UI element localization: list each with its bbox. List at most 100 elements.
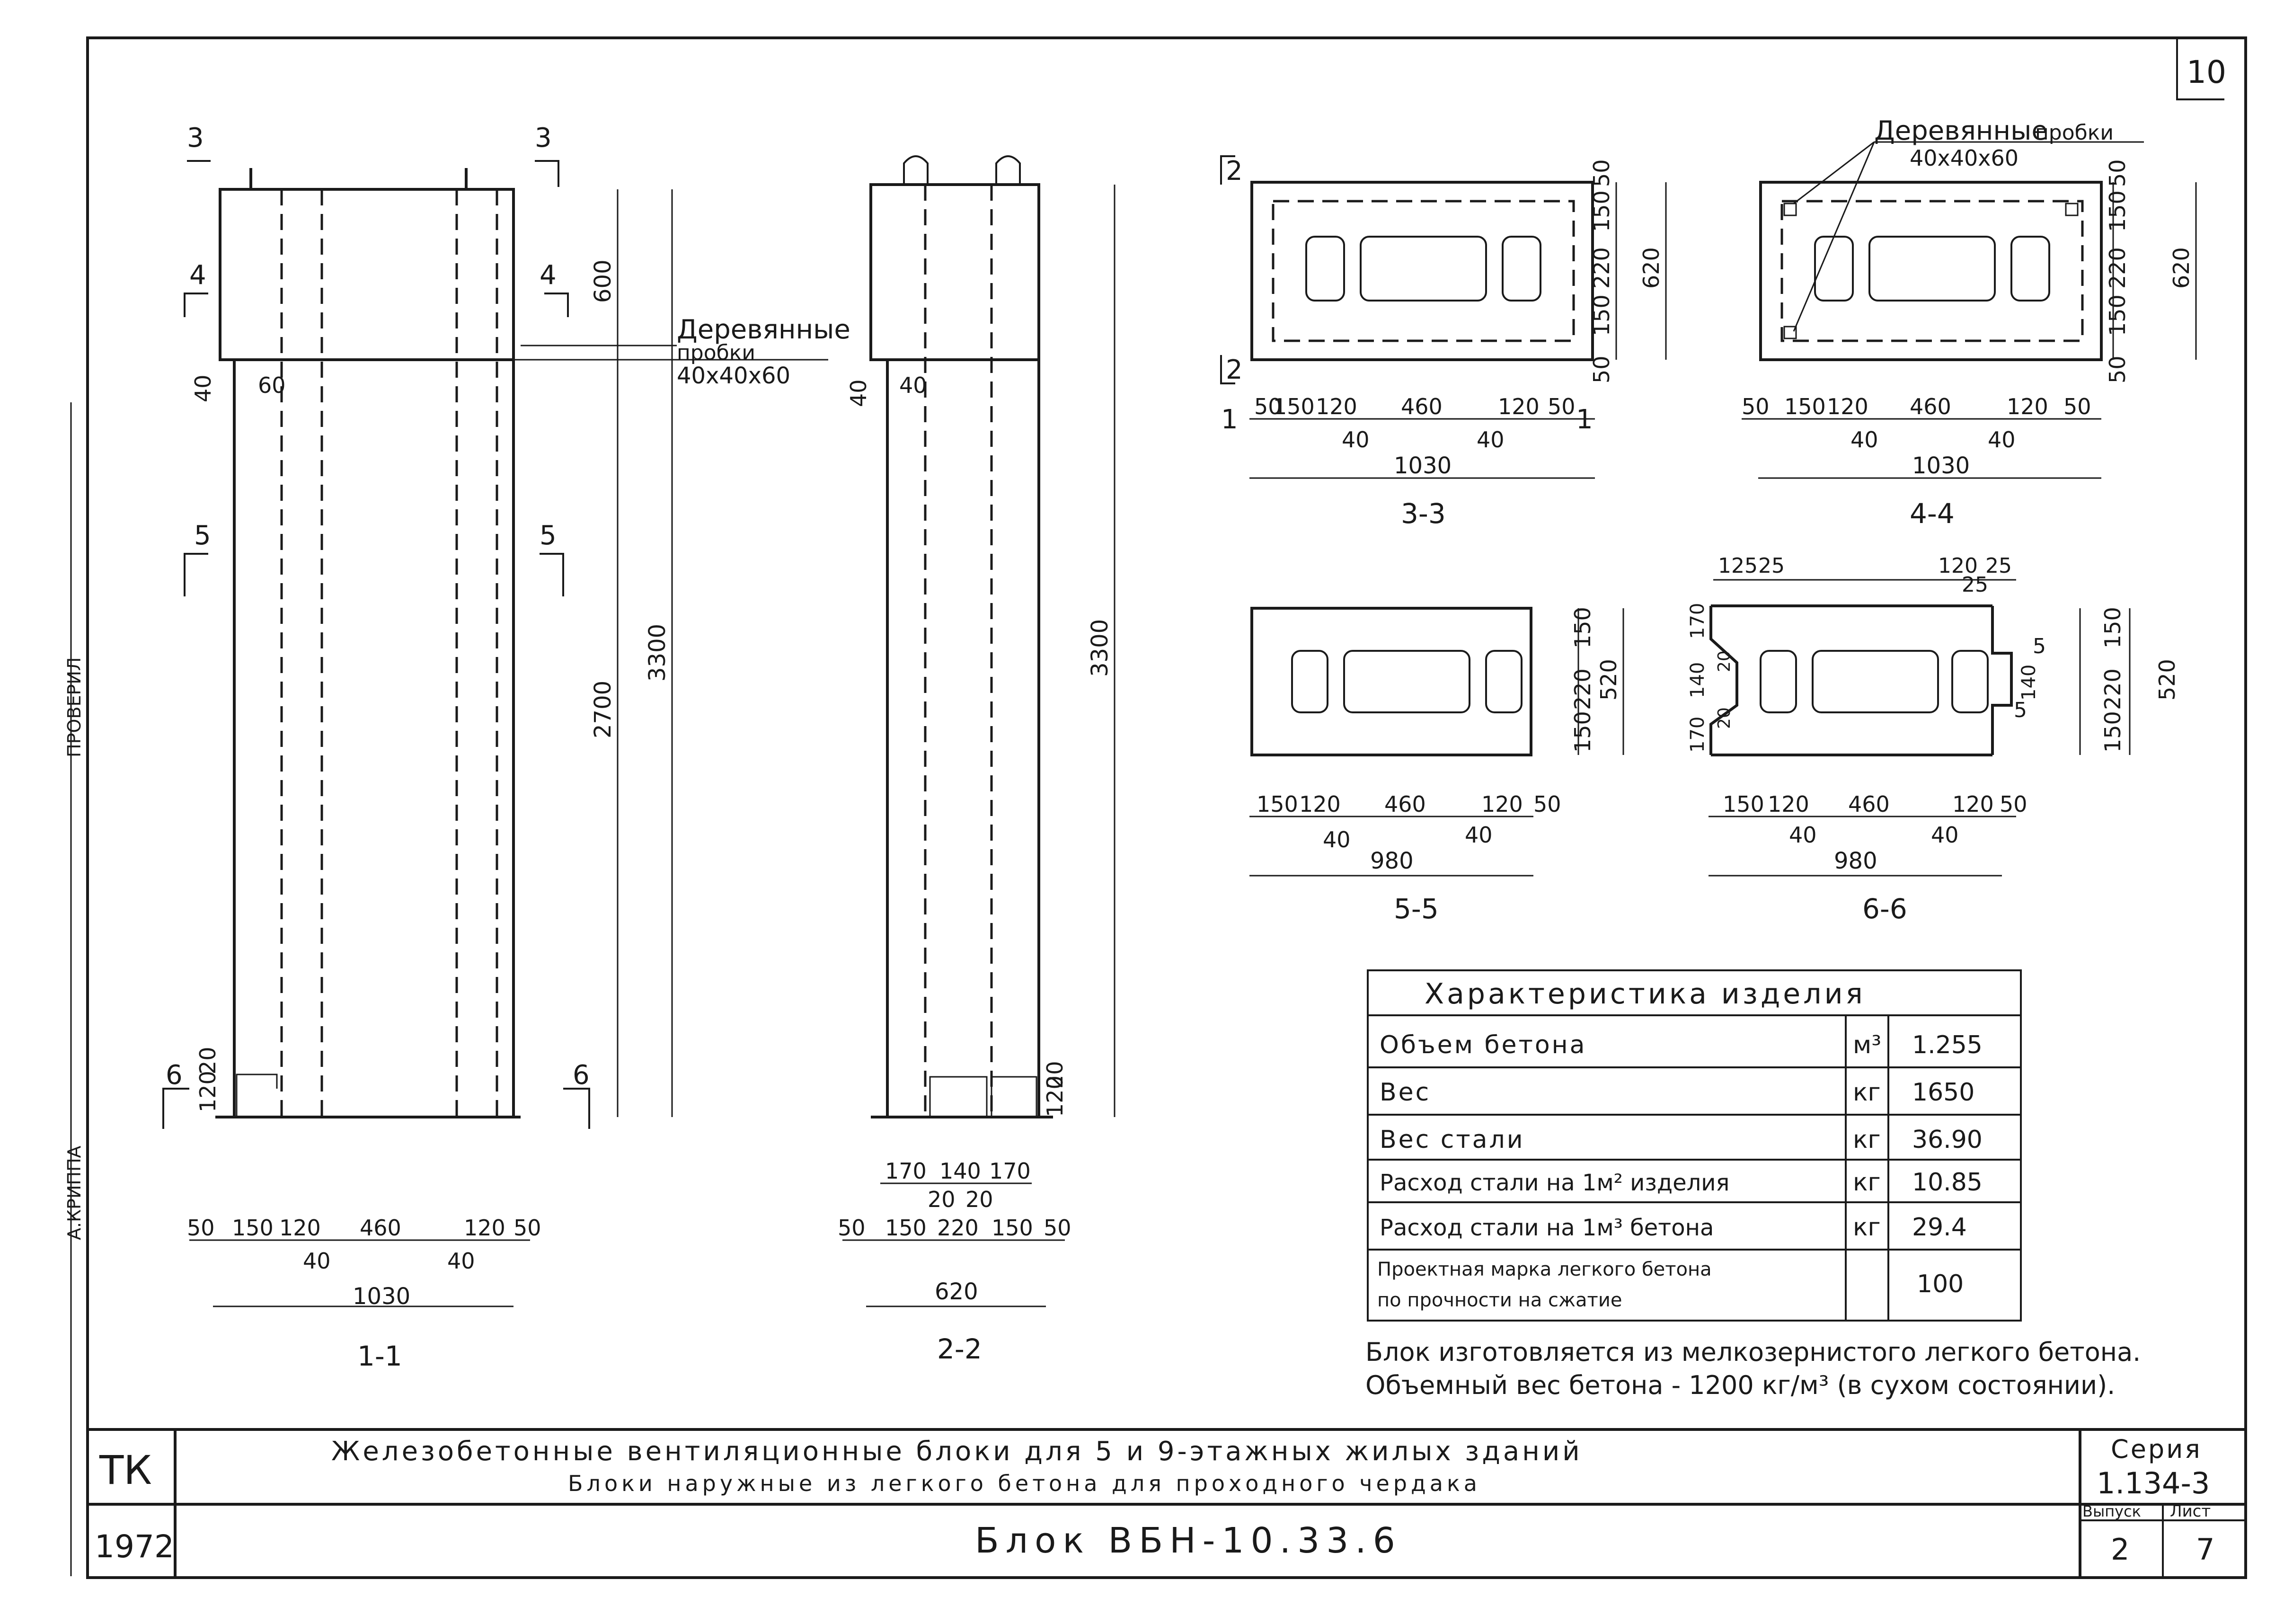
s55-channel-right [1485,650,1523,713]
s55-channel-center [1343,650,1470,713]
characteristics-table: Характеристика изделия Объем бетона м³ 1… [1367,969,2022,1322]
s66-dim-r-150a: 150 [2100,607,2125,648]
s44-channel-right [2010,236,2050,302]
plug-note-line1: Деревянные [677,314,850,345]
s22-dim-b-50a: 50 [838,1215,866,1241]
s22-dim-total: 620 [935,1278,978,1305]
table-row-2-name: Вес стали [1380,1126,1525,1154]
s66-dim-t-25b: 25 [1962,573,1988,597]
s11-cut-3-right [535,160,559,187]
sheet-number: 10 [2187,54,2226,90]
title-series-value: 1.134-3 [2097,1466,2210,1500]
s33-dim-r-total: 620 [1638,247,1664,289]
sheet-number-box [2176,38,2224,100]
cut-mark-6-left: 6 [166,1060,183,1091]
s33-cut-2-top [1220,155,1235,185]
s44-section-label: 4-4 [1910,497,1955,530]
s44-outline [1759,181,2103,361]
s33-dim-r-50b: 50 [1589,355,1614,383]
margin-stamp-krippa: А.КРИППА [64,1145,85,1240]
s44-dim-b-460: 460 [1910,394,1951,419]
s55-channel-left [1291,650,1328,713]
s55-outline [1250,607,1532,756]
table-row-5-name: Проектная марка легкого бетона [1377,1259,1712,1280]
table-row-3-value: 10.85 [1912,1168,1983,1197]
s11-dim-3300: 3300 [644,624,671,682]
table-row-1-name: Вес [1380,1078,1431,1107]
s66-dim-b-460: 460 [1848,791,1890,817]
s22-dim-20: 20 [1042,1061,1068,1089]
s11-cut-6-left [162,1088,189,1129]
table-row-5-name2: по прочности на сжатие [1377,1289,1622,1311]
cut-mark-3-right: 3 [535,123,552,153]
s44-dim-b-120b: 120 [2007,394,2048,419]
s44-plug-tl [1783,203,1797,216]
table-row-1-value: 1650 [1912,1078,1974,1107]
s33-dim-total: 1030 [1394,453,1452,479]
s66-channel-left [1760,650,1797,713]
title-issue-value: 2 [2111,1532,2129,1567]
s66-dim-t-25c: 25 [1985,554,2012,578]
table-row-0-name: Объем бетона [1380,1031,1587,1059]
s66-dim-t-120: 120 [1938,554,1978,578]
table-row-5-value: 100 [1917,1270,1964,1298]
title-sheet-label: Лист [2170,1502,2211,1521]
table-frame [1367,969,2022,1322]
s11-dim-60: 60 [258,373,286,398]
s33-dim-r-150b: 150 [1589,294,1614,336]
s11-dim-120: 120 [195,1071,221,1112]
s66-dim-t-125: 125 [1718,554,1758,578]
s11-dim-40: 40 [190,374,216,402]
s33-inner-outline [1272,200,1575,342]
s55-section-label: 5-5 [1394,893,1439,925]
table-row-1-unit: кг [1853,1078,1881,1107]
s11-dim-b-40a: 40 [303,1248,331,1274]
s33-dim-r-50a: 50 [1589,159,1614,187]
s66-dim-r-150b: 150 [2100,711,2125,753]
s33-dim-b-460: 460 [1401,394,1443,419]
table-row-3-unit: кг [1853,1168,1881,1197]
s33-dim-r-150a: 150 [1589,190,1614,232]
s11-dim-b-120a: 120 [279,1215,321,1241]
section-3-3: 2 2 1 1 50 150 220 150 50 620 50 150 120… [1220,155,1667,530]
s44-dim-b-120a: 120 [1827,394,1868,419]
s55-dim-b-120b: 120 [1481,791,1523,817]
s11-dim-600: 600 [590,259,616,303]
s22-dim-40a: 40 [846,379,871,407]
s66-dim-ri-140: 140 [2018,665,2040,701]
s11-dim-b-120b: 120 [464,1215,505,1241]
s22-lifting-loop-left [903,155,929,185]
s66-dim-ri-5a: 5 [2033,634,2046,658]
s66-dim-l-20b: 20 [1715,707,1734,729]
s66-left-edge [1709,606,1738,755]
title-block-name: Блок ВБН-10.33.6 [975,1520,1402,1561]
s33-dim-40b: 40 [1477,427,1505,453]
cut-mark-5-left: 5 [194,520,211,551]
s11-cut-5-right [540,553,564,596]
s66-dim-l-20a: 20 [1715,650,1734,672]
s22-dim-120: 120 [1042,1075,1068,1117]
s55-dim-r-150a: 150 [1570,607,1595,648]
cut-mark-2-top: 2 [1226,156,1243,186]
cut-mark-3-left: 3 [187,123,204,153]
s33-dim-b-150: 150 [1273,394,1315,419]
title-sheet-value: 7 [2196,1532,2214,1567]
s44-plug-note-line1: Деревянные [1874,115,2048,146]
s44-plug-leader-2 [1793,142,1875,332]
table-row-0-value: 1.255 [1912,1031,1983,1059]
table-row-0-unit: м³ [1853,1031,1881,1059]
s22-dim-u-20a: 20 [928,1187,956,1212]
s55-dim-r-220: 220 [1570,668,1595,710]
s66-dim-b-120b: 120 [1952,791,1994,817]
s44-dim-r-150a: 150 [2105,190,2130,232]
title-org: ТК [99,1447,152,1493]
s55-dim-b-120a: 120 [1299,791,1341,817]
s66-dim-40b: 40 [1931,822,1959,848]
s55-dim-40b: 40 [1465,822,1493,848]
title-series-label: Серия [2111,1434,2202,1464]
s11-section-label: 1-1 [357,1340,402,1372]
s55-dim-r-150b: 150 [1570,711,1595,753]
plug-note-line2: пробки [677,341,755,365]
s33-channel-left [1305,236,1345,302]
